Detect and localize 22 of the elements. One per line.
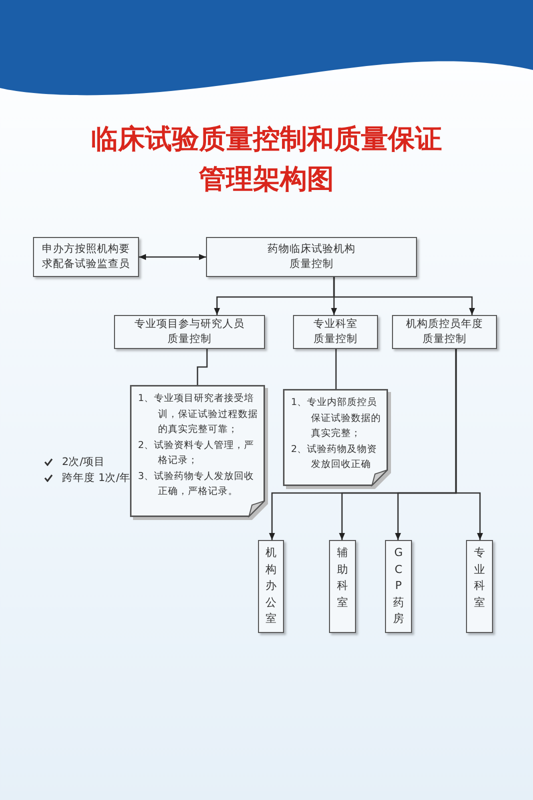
list-item: 1、专业内部质控员保证试验数据的真实完整； [290, 396, 382, 441]
connector-line [196, 349, 208, 385]
list-item: 2、试验资料专人管理，严格记录； [137, 438, 256, 468]
title: 临床试验质量控制和质量保证管理架构图 [90, 123, 443, 197]
list-item: 3、试验药物专人发放回收正确，严格记录。 [137, 470, 256, 499]
arrow [139, 254, 206, 260]
process-box: 药物临床试验机构质量控制 [206, 237, 417, 277]
process-box: GCP药房 [385, 540, 412, 633]
list-item: 2、试验药物及物资发放回收正确 [290, 442, 378, 472]
process-box: 机构办公室 [258, 540, 284, 633]
note-text: 跨年度 1次/年 [62, 471, 131, 485]
process-box: 辅助科室 [329, 540, 356, 633]
note-text: 2次/项目 [62, 455, 106, 469]
arrow [333, 277, 475, 315]
arrow [455, 349, 483, 540]
process-box: 机构质控员年度质量控制 [392, 315, 497, 349]
process-box: 申办方按照机构要求配备试验监查员 [33, 237, 139, 277]
process-box: 专业项目参与研究人员质量控制 [114, 315, 265, 349]
connector-line [335, 349, 337, 389]
process-box: 专业科室质量控制 [293, 315, 378, 349]
list-item: 1、专业项目研究者接受培训，保证试验过程数据的真实完整可靠； [137, 392, 259, 437]
process-box: 专业科室 [466, 540, 493, 633]
